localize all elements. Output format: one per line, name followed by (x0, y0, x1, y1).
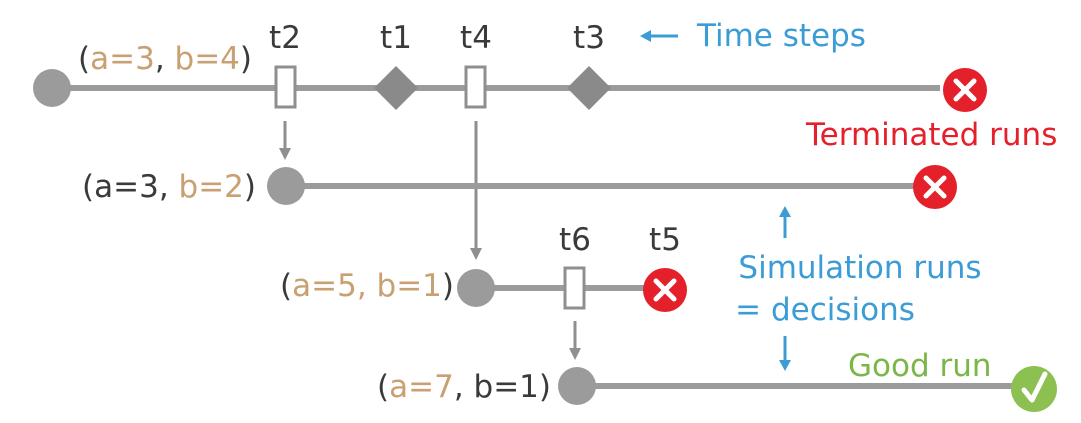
t5-label: t5 (649, 222, 681, 258)
run-4-b-value: b=1 (474, 369, 539, 405)
t1-diamond-step-icon (374, 66, 418, 110)
run-4: (a=7, b=1) Good run (377, 348, 1057, 412)
t6-rectangle-step-icon (563, 266, 586, 310)
t6-label: t6 (559, 222, 591, 258)
run-4-a-value: a=7 (389, 369, 454, 405)
simulation-runs-label-line2: = decisions (735, 292, 915, 328)
branch-arrow-t4 (470, 121, 482, 260)
run-1-b-value: b=4 (175, 41, 240, 77)
run-4-good-check-circle-icon (1011, 366, 1057, 412)
t3-diamond-step-icon (567, 66, 611, 110)
run-1-terminated-x-circle-icon (943, 68, 987, 112)
time-steps-label: Time steps (696, 18, 866, 54)
t4-rectangle-step-icon (464, 65, 487, 109)
t2-rectangle-step-icon (274, 65, 297, 109)
run-3-start-dot-icon (457, 269, 495, 307)
t4-label: t4 (460, 20, 492, 56)
run-2-b-value: b=2 (179, 169, 244, 205)
run-3-b-value: b=1 (377, 268, 442, 304)
simulation-runs-label-line1: Simulation runs (738, 250, 981, 286)
t1-label: t1 (380, 20, 412, 56)
run-4-label: (a=7, b=1) (377, 369, 551, 405)
run-2-a-value: a=3 (94, 169, 159, 205)
run-3-terminated-x-circle-icon (643, 268, 687, 312)
run-3: (a=5, b=1) t6 t5 (280, 222, 687, 312)
run-3-label: (a=5, b=1) (280, 268, 454, 304)
good-run-label: Good run (848, 348, 992, 384)
run-3-a-value: a=5 (292, 268, 357, 304)
run-2-terminated-x-circle-icon (913, 165, 957, 209)
simulation-runs-annotation: Simulation runs = decisions (735, 206, 982, 371)
run-2-label: (a=3, b=2) (82, 169, 256, 205)
time-steps-annotation: Time steps (640, 18, 866, 54)
run-4-start-dot-icon (558, 367, 596, 405)
t3-label: t3 (573, 20, 605, 56)
run-1: (a=3, b=4) (33, 41, 987, 112)
branch-arrow-t2 (279, 121, 291, 160)
run-1-label: (a=3, b=4) (78, 41, 252, 77)
terminated-runs-label: Terminated runs (805, 117, 1057, 153)
run-2: (a=3, b=2) (82, 165, 957, 209)
run-1-start-dot-icon (33, 69, 71, 107)
branch-arrow-t6 (569, 321, 581, 360)
t2-label: t2 (269, 20, 301, 56)
run-1-a-value: a=3 (90, 41, 155, 77)
run-2-start-dot-icon (267, 167, 305, 205)
